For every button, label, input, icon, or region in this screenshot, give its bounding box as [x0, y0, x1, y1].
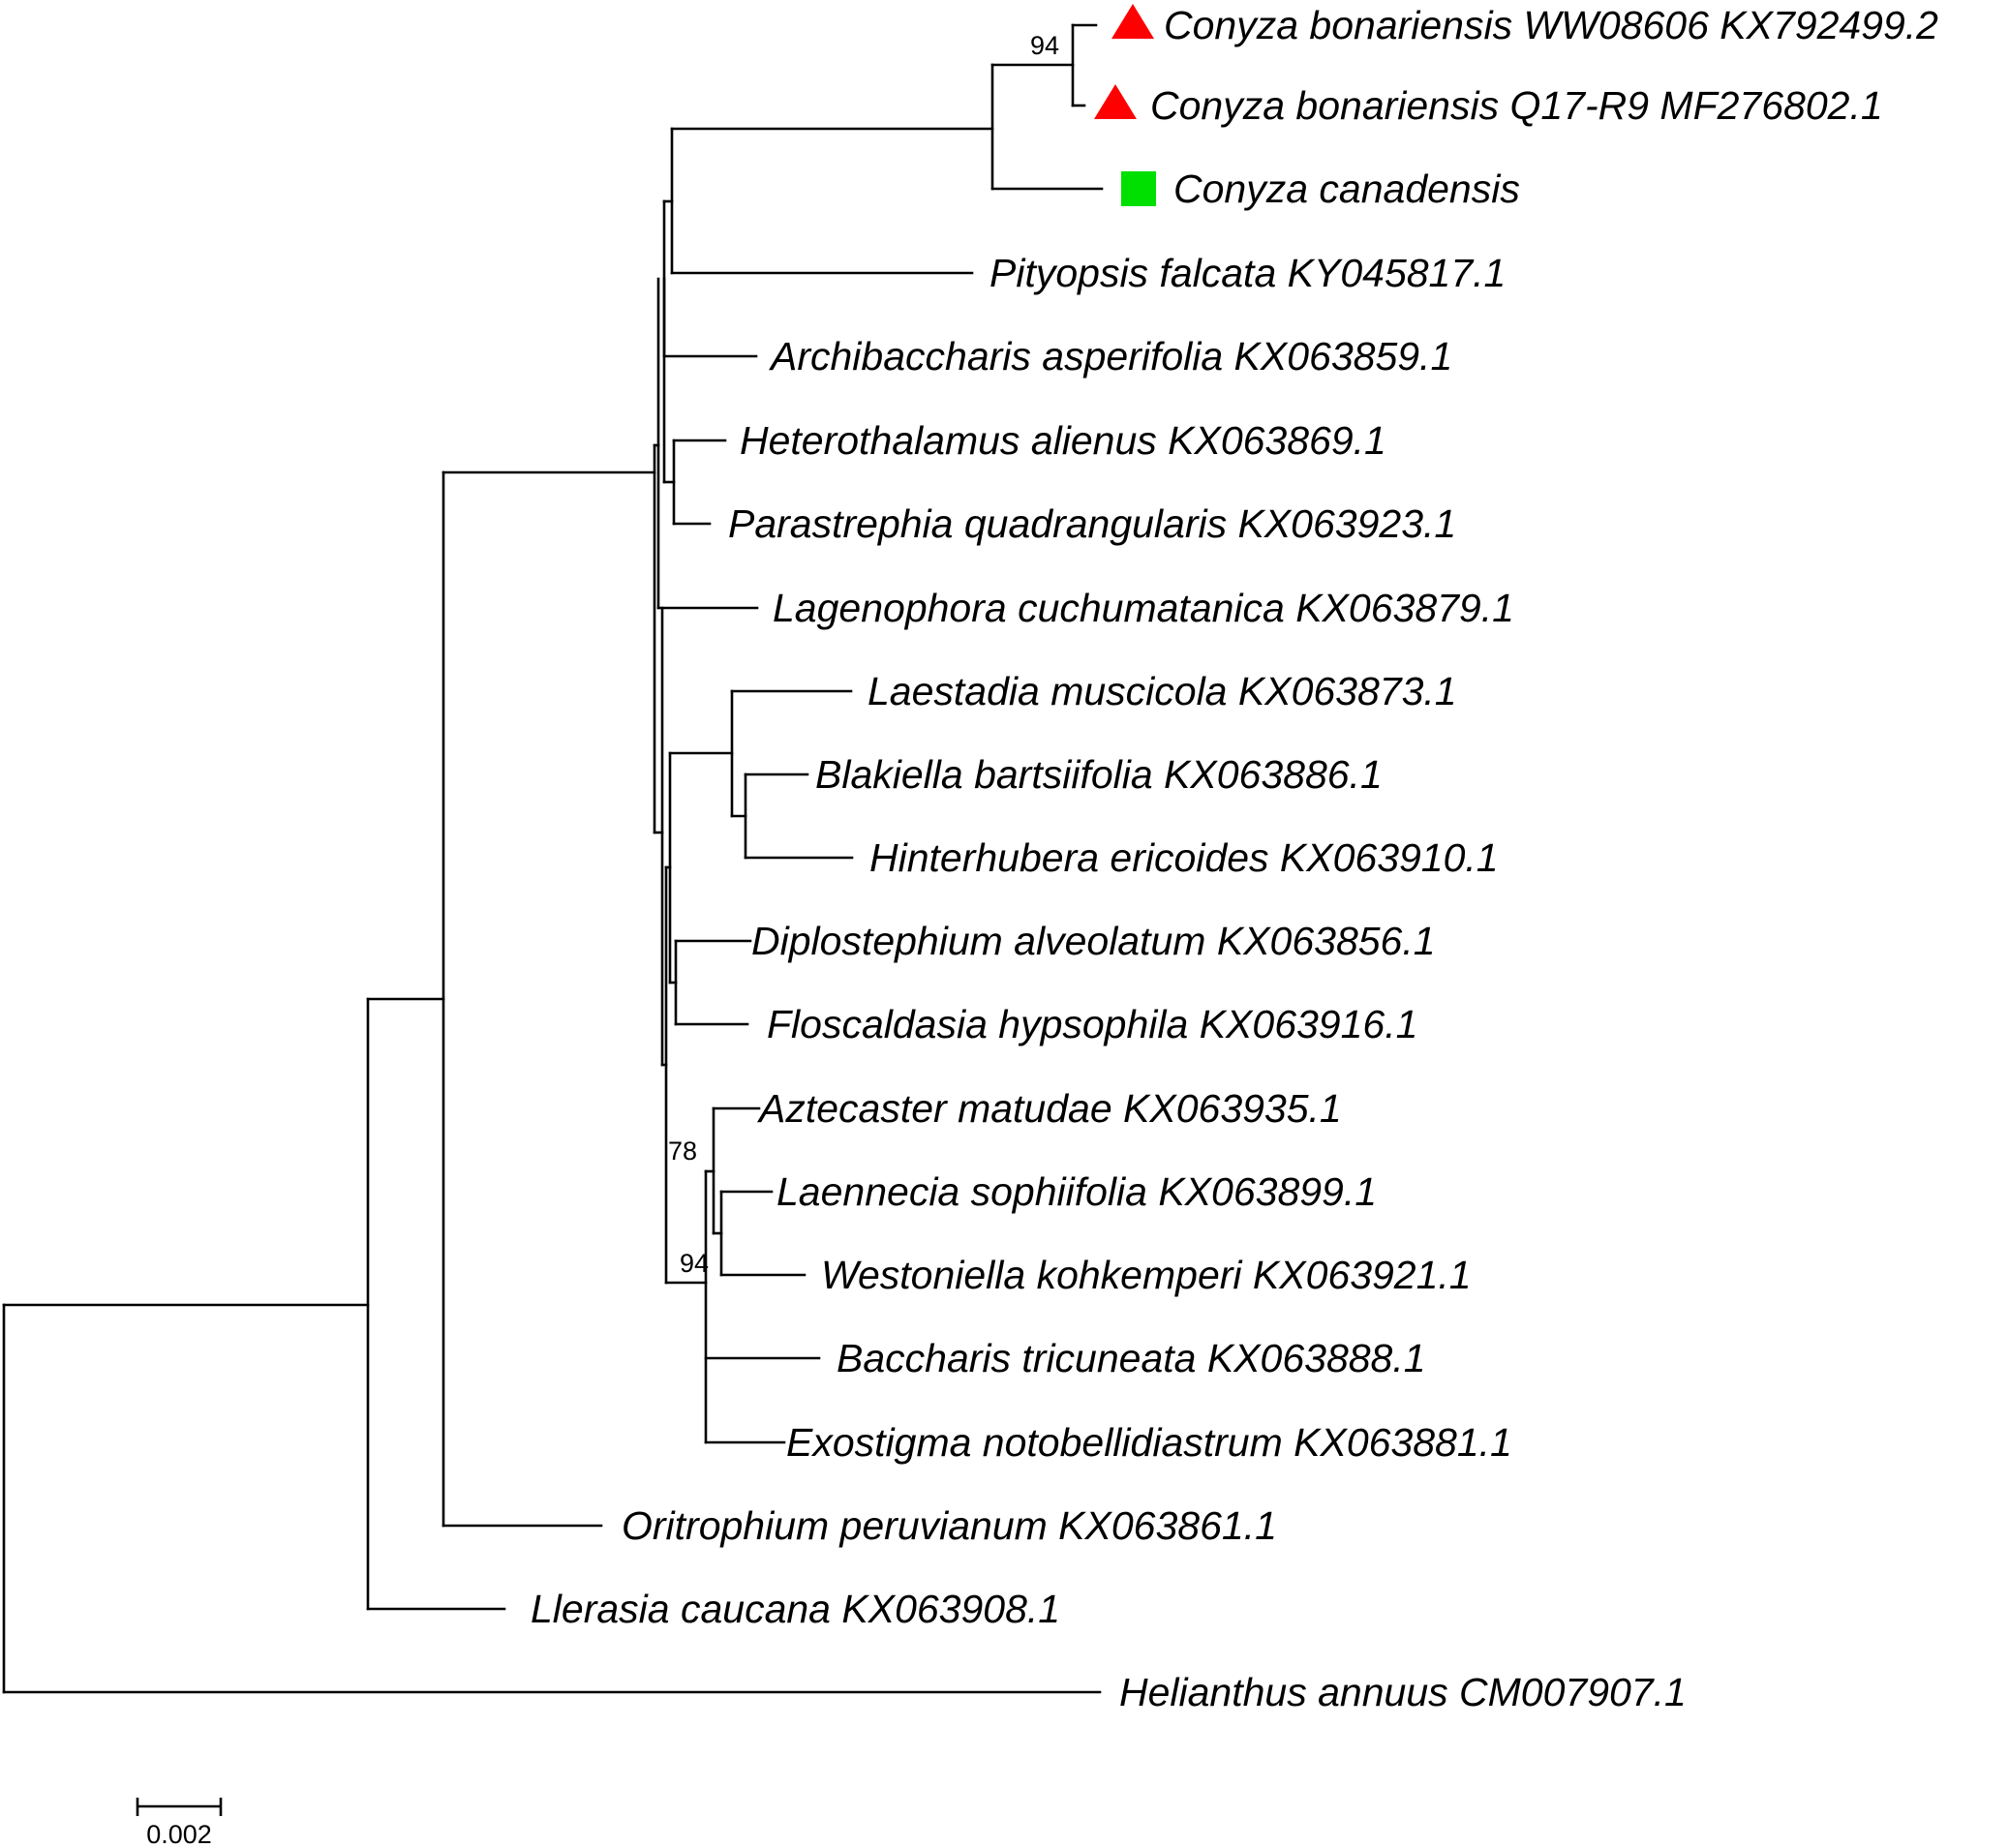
- taxon-label: Laestadia muscicola KX063873.1: [868, 669, 1457, 713]
- taxon-label: Laennecia sophiifolia KX063899.1: [776, 1169, 1377, 1214]
- taxon-label: Llerasia caucana KX063908.1: [531, 1587, 1060, 1631]
- taxon-label: Conyza bonariensis WW08606 KX792499.2: [1164, 3, 1938, 47]
- taxon-label: Parastrephia quadrangularis KX063923.1: [728, 501, 1456, 546]
- support-value: 94: [1030, 31, 1059, 60]
- taxon-markers: [1094, 4, 1156, 206]
- support-values: 94 78 94: [668, 31, 1059, 1278]
- taxon-label: Conyza canadensis: [1173, 167, 1520, 211]
- red-triangle-icon: [1094, 84, 1137, 119]
- tree-branches: [2, 23, 1104, 1694]
- scale-bar: 0.002: [136, 1798, 223, 1848]
- taxon-label: Hinterhubera ericoides KX063910.1: [869, 835, 1499, 880]
- taxon-label: Helianthus annuus CM007907.1: [1119, 1670, 1687, 1714]
- taxon-label: Archibaccharis asperifolia KX063859.1: [768, 334, 1452, 379]
- red-triangle-icon: [1111, 4, 1154, 39]
- taxon-label: Oritrophium peruvianum KX063861.1: [622, 1503, 1277, 1548]
- taxon-label: Pityopsis falcata KY045817.1: [989, 251, 1506, 295]
- taxon-label: Conyza bonariensis Q17-R9 MF276802.1: [1150, 83, 1883, 128]
- support-value: 78: [668, 1136, 697, 1166]
- taxon-label: Baccharis tricuneata KX063888.1: [837, 1336, 1426, 1380]
- scale-bar-label: 0.002: [146, 1820, 212, 1848]
- taxon-label: Diplostephium alveolatum KX063856.1: [751, 919, 1436, 963]
- taxon-label: Blakiella bartsiifolia KX063886.1: [815, 752, 1383, 797]
- green-square-icon: [1121, 171, 1156, 206]
- support-value: 94: [680, 1249, 709, 1278]
- taxon-label: Westoniella kohkemperi KX063921.1: [821, 1253, 1472, 1297]
- taxon-label: Lagenophora cuchumatanica KX063879.1: [773, 586, 1514, 630]
- taxon-label: Floscaldasia hypsophila KX063916.1: [767, 1002, 1417, 1046]
- taxon-label: Heterothalamus alienus KX063869.1: [740, 418, 1386, 463]
- taxon-labels: Conyza bonariensis WW08606 KX792499.2Con…: [531, 3, 1938, 1714]
- taxon-label: Aztecaster matudae KX063935.1: [756, 1086, 1342, 1131]
- taxon-label: Exostigma notobellidiastrum KX063881.1: [786, 1420, 1512, 1465]
